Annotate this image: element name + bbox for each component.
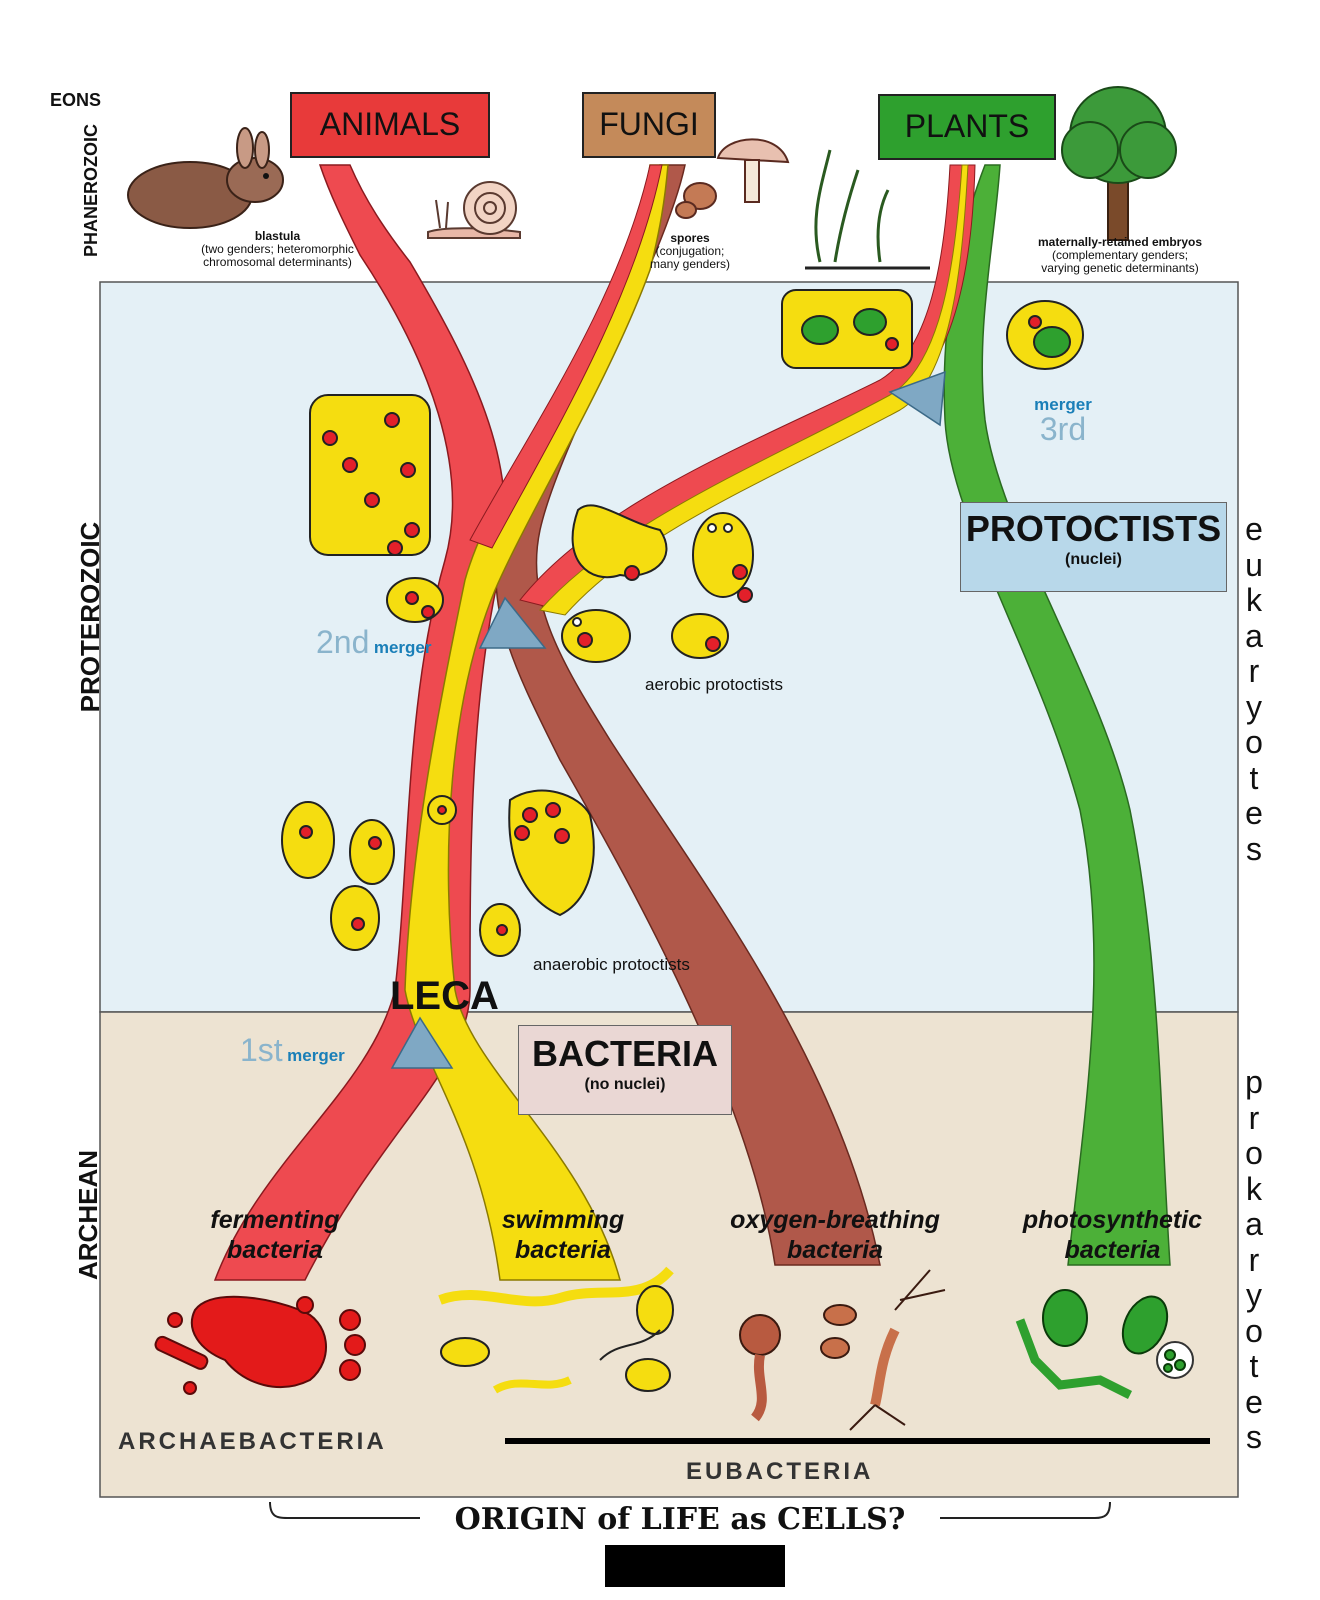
oxygen-breathing-lineage (495, 164, 881, 1266)
first-merger-label: 1st merger (240, 1032, 345, 1069)
swimming-lineage (404, 164, 669, 1281)
eukaryotes-letter: o (1245, 724, 1263, 760)
origin-of-life-title: ORIGIN of LIFE as CELLS? (420, 1502, 940, 1537)
swimming-bacteria-icon (438, 1266, 674, 1394)
leca-label: LECA (390, 974, 499, 1018)
first-merger-number: 1st (240, 1032, 283, 1068)
spores-title: spores (670, 231, 710, 245)
protoctists-title: PROTOCTISTS (965, 508, 1222, 549)
eukaryotes-letter: e (1245, 795, 1263, 831)
redaction-bar (605, 1545, 785, 1587)
kingdom-plants: PLANTS (878, 94, 1056, 160)
oxygen-bacteria-word: bacteria (787, 1236, 883, 1264)
photosynthetic-word: photosynthetic (1022, 1206, 1203, 1234)
eukaryotes-letter: a (1245, 617, 1263, 654)
rabbit-icon (127, 127, 284, 229)
eukaryotes-letter: s (1246, 830, 1262, 867)
oxygen-breathing-bacteria-icon (739, 1269, 946, 1431)
kingdom-fungi: FUNGI (582, 92, 716, 158)
prokaryotes-letter: s (1246, 1419, 1262, 1455)
eukaryotes-letter: u (1245, 546, 1263, 583)
bacteria-subtitle: (no nuclei) (584, 1076, 666, 1093)
third-merger-label: merger 3rd (1028, 395, 1098, 447)
third-merger-number: 3rd (1039, 411, 1087, 447)
fermenting-bacteria-icon (154, 1295, 366, 1395)
prokaryotes-letter: t (1249, 1348, 1259, 1384)
prokaryotes-vertical-label: p r o k a r y o t e s (1238, 1064, 1270, 1456)
mushroom-icon (675, 138, 790, 219)
prokaryotes-letter: o (1245, 1135, 1263, 1171)
prokaryotes-letter: r (1248, 1241, 1260, 1278)
plant-sprouts-icon (805, 149, 930, 270)
second-merger-number: 2nd (316, 624, 370, 660)
prokaryotes-letter: y (1246, 1277, 1262, 1313)
second-merger-triangle (478, 596, 547, 649)
kingdom-animals: ANIMALS (290, 92, 490, 158)
first-merger-word: merger (287, 1046, 345, 1065)
photosynthetic-bacteria-icon (1015, 1289, 1194, 1400)
oxygen-breathing-bacteria-label: oxygen-breathing bacteria (705, 1205, 965, 1265)
spores-note: spores (conjugation; many genders) (630, 232, 750, 271)
embryos-line1: (complementary genders; (1051, 248, 1189, 262)
swimming-bacteria-label: swimming bacteria (478, 1205, 648, 1265)
oxygen-breathing-word: oxygen-breathing (730, 1206, 940, 1234)
second-merger-word: merger (373, 638, 432, 657)
embryos-note: maternally-retained embryos (complementa… (1000, 236, 1240, 275)
photosynthetic-lineage (943, 164, 1171, 1266)
photosynthetic-bacteria-word: bacteria (1064, 1236, 1161, 1264)
prokaryotes-letter: o (1245, 1312, 1263, 1349)
eukaryotes-letter: r (1248, 653, 1260, 689)
blastula-line2: chromosomal determinants) (203, 255, 352, 269)
eon-proterozoic: PROTEROZOIC (75, 521, 105, 713)
fermenting-bacteria-label: fermenting bacteria (190, 1205, 360, 1265)
eukaryotes-letter: y (1246, 688, 1262, 725)
swimming-word: swimming (501, 1206, 625, 1234)
eon-phanerozoic: PHANEROZOIC (81, 123, 101, 257)
eukaryotes-letter: t (1249, 759, 1259, 796)
photosynthetic-bacteria-label: photosynthetic bacteria (1005, 1205, 1220, 1265)
fermenting-bacteria-word: bacteria (227, 1236, 323, 1264)
spores-line1: (conjugation; (655, 244, 725, 258)
prokaryotes-letter: p (1245, 1064, 1263, 1100)
first-merger-triangle (390, 1016, 454, 1069)
eukaryotes-letter: e (1245, 511, 1263, 547)
spores-line2: many genders) (649, 257, 731, 271)
embryos-line2: varying genetic determinants) (1041, 261, 1199, 275)
second-merger-label: 2nd merger (316, 624, 431, 661)
snail-icon (427, 181, 521, 239)
prokaryotes-letter: a (1245, 1206, 1263, 1242)
eons-header: EONS (50, 90, 102, 110)
anaerobic-protoctists-label: anaerobic protoctists (533, 955, 690, 974)
blastula-title: blastula (254, 229, 301, 243)
bacteria-title: BACTERIA (532, 1033, 718, 1074)
eubacteria-caption: EUBACTERIA (686, 1458, 874, 1485)
archaebacteria-caption: ARCHAEBACTERIA (118, 1428, 387, 1455)
blastula-line1: (two genders; heteromorphic (201, 242, 354, 256)
prokaryotes-letter: k (1246, 1170, 1262, 1207)
third-merger-word: merger (1034, 395, 1092, 414)
bacteria-box: BACTERIA (no nuclei) (518, 1025, 732, 1115)
protoctists-box: PROTOCTISTS (nuclei) (960, 502, 1227, 592)
protoctist-cells (281, 289, 1084, 957)
eon-archean: ARCHEAN (73, 1150, 103, 1280)
swimming-bacteria-word: bacteria (515, 1236, 611, 1264)
tree-icon (1061, 86, 1177, 241)
third-merger-triangle (888, 370, 946, 427)
aerobic-protoctists-label: aerobic protoctists (645, 675, 783, 694)
prokaryotes-letter: e (1245, 1383, 1263, 1420)
prokaryotes-letter: r (1248, 1099, 1260, 1136)
blastula-note: blastula (two genders; heteromorphic chr… (170, 230, 385, 269)
protoctists-subtitle: (nuclei) (1065, 551, 1122, 568)
eukaryotes-letter: k (1246, 582, 1262, 618)
fermenting-word: fermenting (210, 1206, 340, 1234)
eukaryotes-vertical-label: e u k a r y o t e s (1238, 511, 1270, 867)
embryos-title: maternally-retained embryos (1037, 235, 1203, 249)
